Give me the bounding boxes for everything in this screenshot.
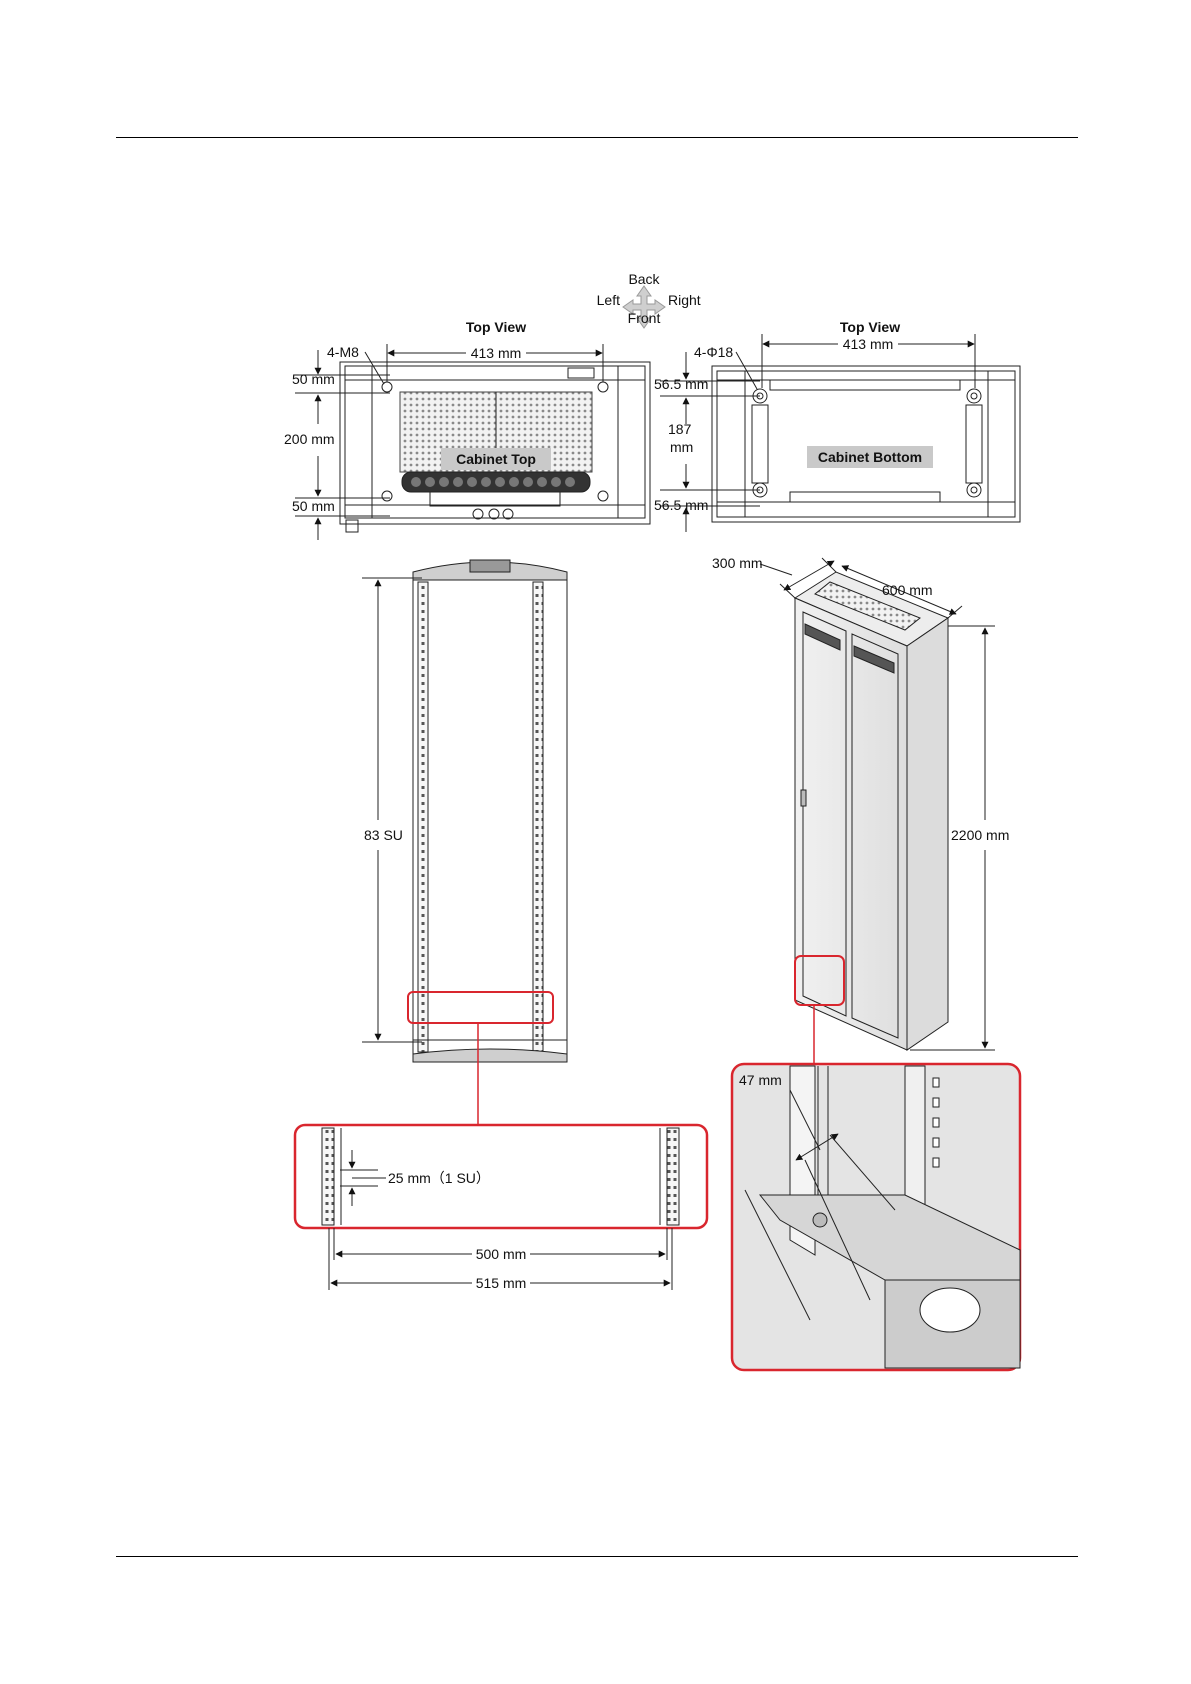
compass-front: Front [628, 310, 661, 326]
isometric-post-detail: 47 mm [732, 1064, 1020, 1370]
front-view-height: 83 SU [364, 827, 403, 843]
front-view-cabinet: 83 SU [362, 560, 567, 1125]
top-view-right-edge-top: 56.5 mm [654, 376, 708, 392]
top-view-left-title: Top View [466, 319, 526, 335]
top-view-right-title: Top View [840, 319, 900, 335]
top-view-cabinet-bottom: Top View Cabinet Bottom 413 mm 4-Φ18 [654, 319, 1020, 532]
cabinet-top-caption: Cabinet Top [456, 451, 536, 467]
top-view-left-width: 413 mm [471, 345, 522, 361]
compass-left: Left [597, 292, 620, 308]
top-view-right-edge-bottom: 56.5 mm [654, 497, 708, 513]
top-view-cabinet-top: Top View Cabinet Top 413 mm 4-M8 [284, 319, 650, 540]
top-view-left-edge-top: 50 mm [292, 371, 335, 387]
top-view-left-hole-label: 4-M8 [327, 344, 359, 360]
cabinet-bottom-caption: Cabinet Bottom [818, 449, 922, 465]
compass-right: Right [668, 292, 701, 308]
post-offset-label: 47 mm [739, 1072, 782, 1088]
top-view-left-depth: 200 mm [284, 431, 335, 447]
compass-back: Back [628, 271, 660, 287]
orientation-compass: Back Left Right Front [597, 271, 701, 328]
top-view-right-depth-line2: mm [670, 439, 693, 455]
front-view-rail-detail: 25 mm（1 SU） 500 mm 515 mm [295, 1125, 707, 1291]
iso-height-label: 2200 mm [951, 827, 1009, 843]
isometric-view-cabinet: 300 mm 600 mm 2200 mm [712, 555, 1009, 1064]
rail-inner-width: 500 mm [476, 1246, 527, 1262]
top-view-left-edge-bottom: 50 mm [292, 498, 335, 514]
rail-outer-width: 515 mm [476, 1275, 527, 1291]
iso-depth-label: 300 mm [712, 555, 763, 571]
top-view-right-width: 413 mm [843, 336, 894, 352]
iso-width-label: 600 mm [882, 582, 933, 598]
top-view-right-depth-line1: 187 [668, 421, 692, 437]
top-view-right-hole-label: 4-Φ18 [694, 344, 733, 360]
rail-pitch-label: 25 mm（1 SU） [388, 1170, 490, 1186]
